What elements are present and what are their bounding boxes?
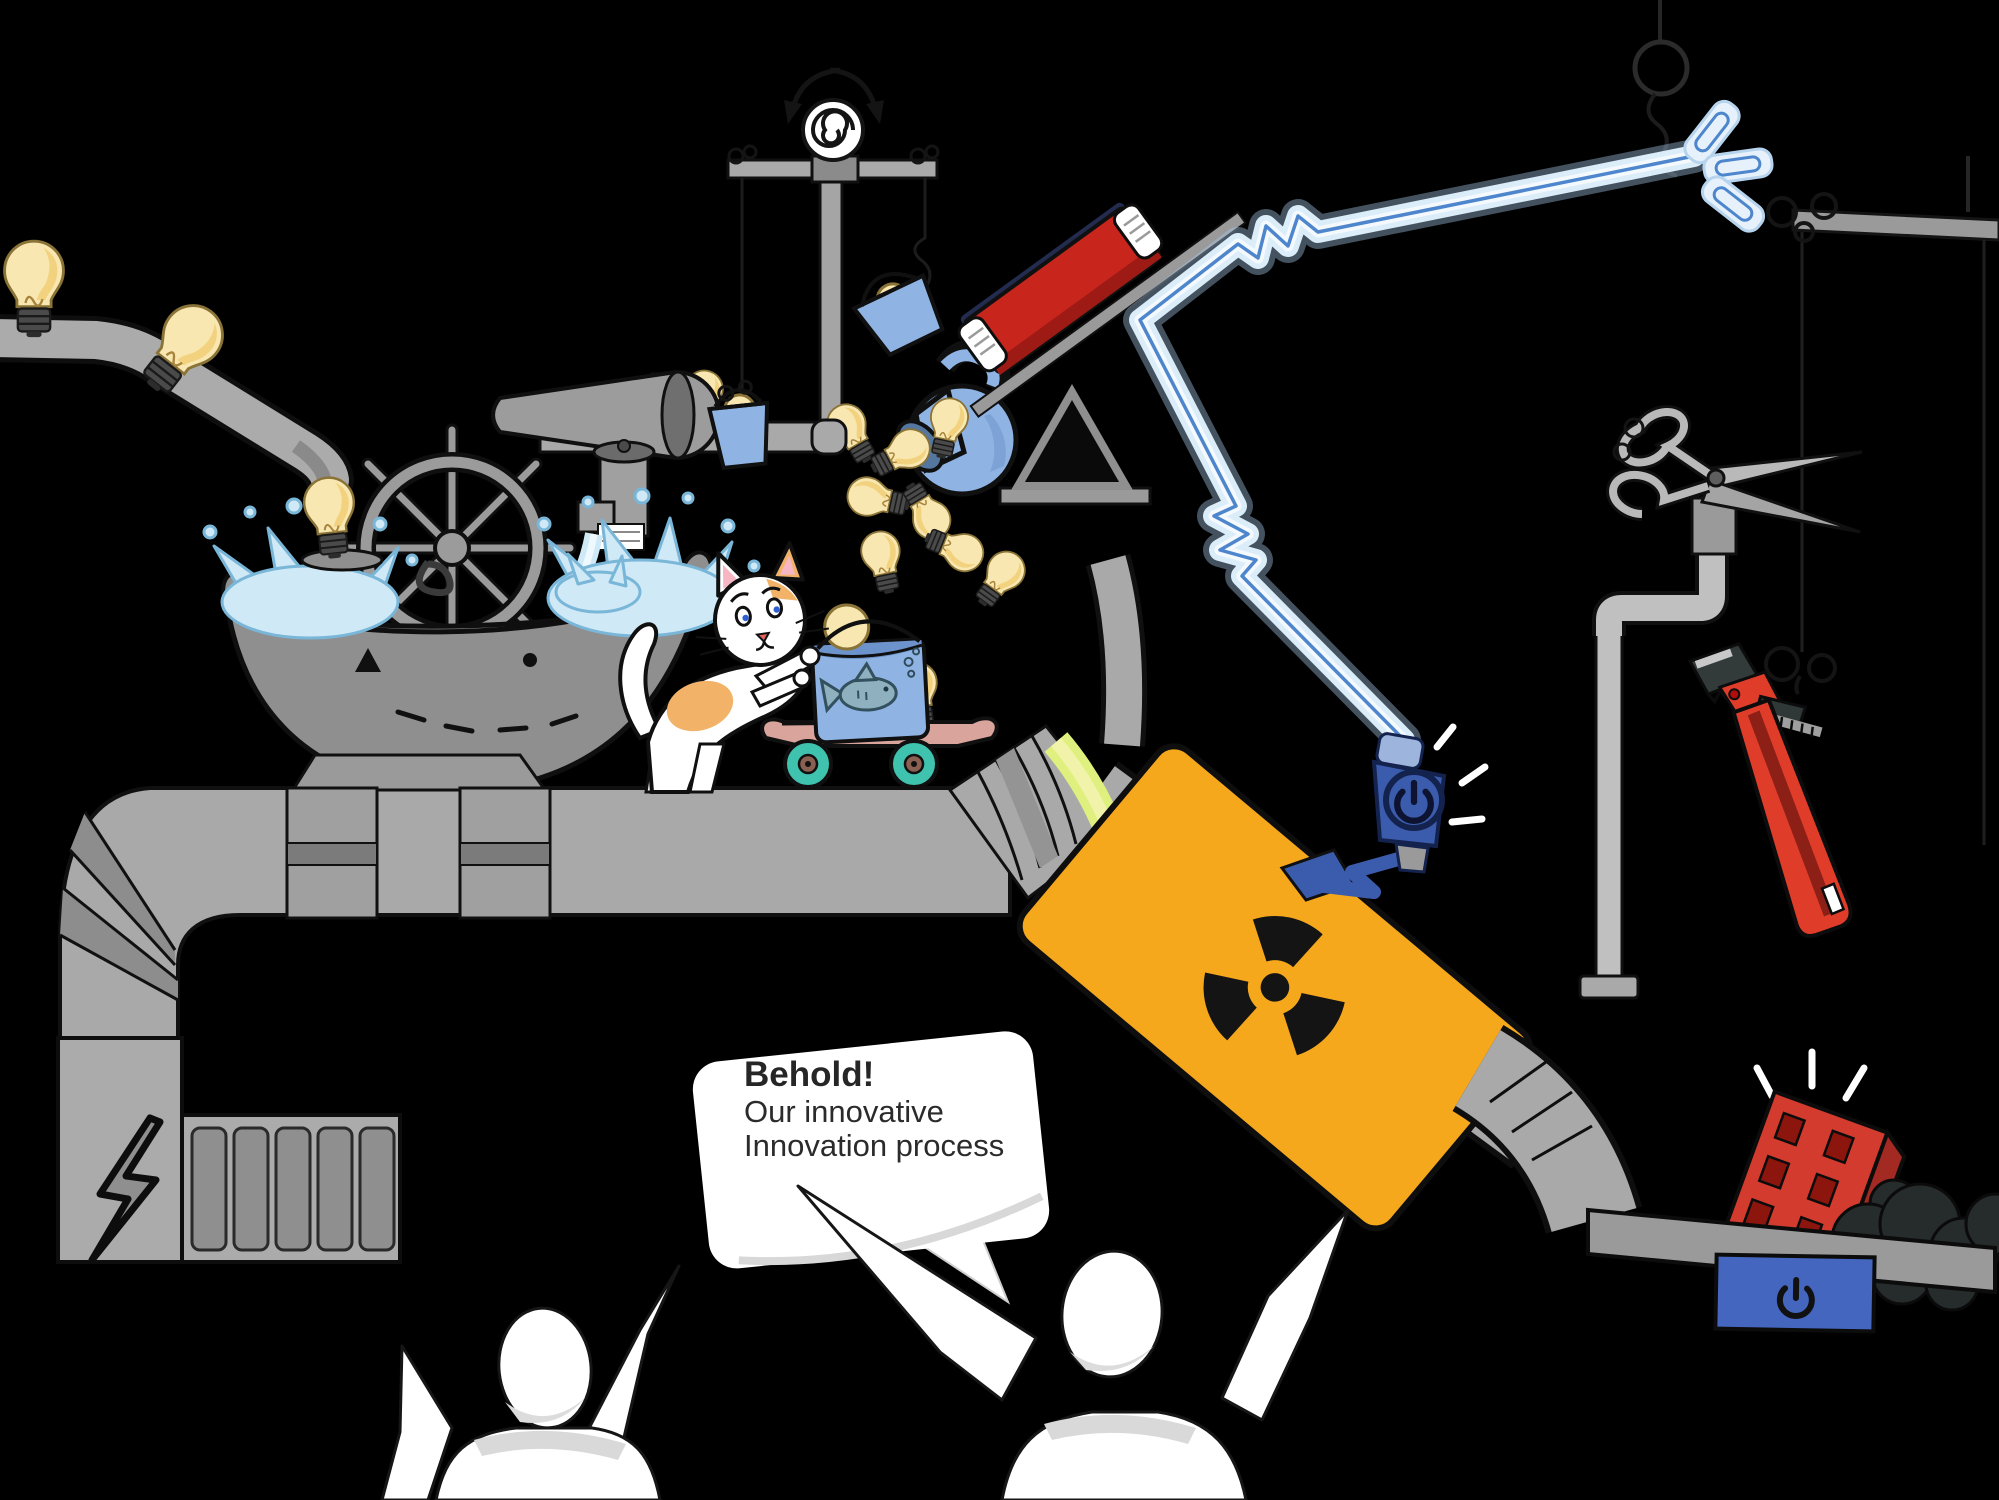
cat-patch	[666, 680, 734, 732]
bubble-line3: Innovation process	[744, 1128, 1004, 1163]
hanging-bucket-mid	[850, 272, 945, 358]
spark-lines	[1753, 1048, 1868, 1102]
spark-lines	[1433, 723, 1489, 826]
idea-feed-pipes	[491, 364, 848, 578]
skateboard-wheel	[783, 739, 833, 789]
electric-lightning-arm	[1123, 99, 1774, 757]
string	[913, 178, 932, 287]
bow-knot	[1766, 192, 1838, 243]
red-book-seesaw	[957, 202, 1247, 747]
battery-bars	[190, 1126, 396, 1252]
cat-head	[695, 541, 829, 667]
megaphone-funnel	[491, 369, 721, 461]
rotation-arrows-icon	[784, 67, 884, 124]
bubble-line1: Behold!	[744, 1055, 874, 1094]
presenter-right	[796, 1184, 1350, 1500]
scissors-icon	[1606, 405, 1863, 534]
cat	[618, 541, 829, 794]
red-book	[957, 202, 1164, 375]
bubble-line2: Our innovative	[744, 1094, 944, 1129]
exit-elbow-pipe	[1451, 1024, 1643, 1235]
hanging-bucket-left	[706, 379, 770, 471]
skateboard-wheel	[889, 739, 939, 789]
bow-knot	[1764, 646, 1837, 695]
right-pipe-run	[1578, 405, 1863, 1000]
bow-knot	[717, 379, 753, 402]
tub-face	[355, 648, 579, 734]
floating-bulb	[300, 473, 384, 572]
radioactive-pipe-sleeve	[947, 723, 1569, 1232]
power-plug	[1307, 723, 1489, 899]
wall-shelf	[1766, 156, 1999, 845]
tub-pedestal	[285, 753, 552, 920]
fish-icon	[819, 661, 898, 714]
pulley-crossbar-with-spool	[726, 67, 940, 430]
fish-tank-bucket	[810, 603, 931, 745]
output-platform	[1586, 1048, 1999, 1334]
speech-bubble: Behold! Our innovative Innovation proces…	[692, 1031, 1050, 1305]
water-splash	[202, 487, 768, 640]
pipe-wrench	[1687, 642, 1853, 939]
bow-knot	[727, 144, 940, 165]
generator	[56, 1036, 402, 1264]
cat-tail	[618, 622, 663, 741]
power-button-box	[1713, 1252, 1877, 1334]
lightning-bolt-icon	[88, 1114, 164, 1264]
presenter-left	[380, 1264, 681, 1500]
claw-gripper	[1683, 99, 1774, 233]
